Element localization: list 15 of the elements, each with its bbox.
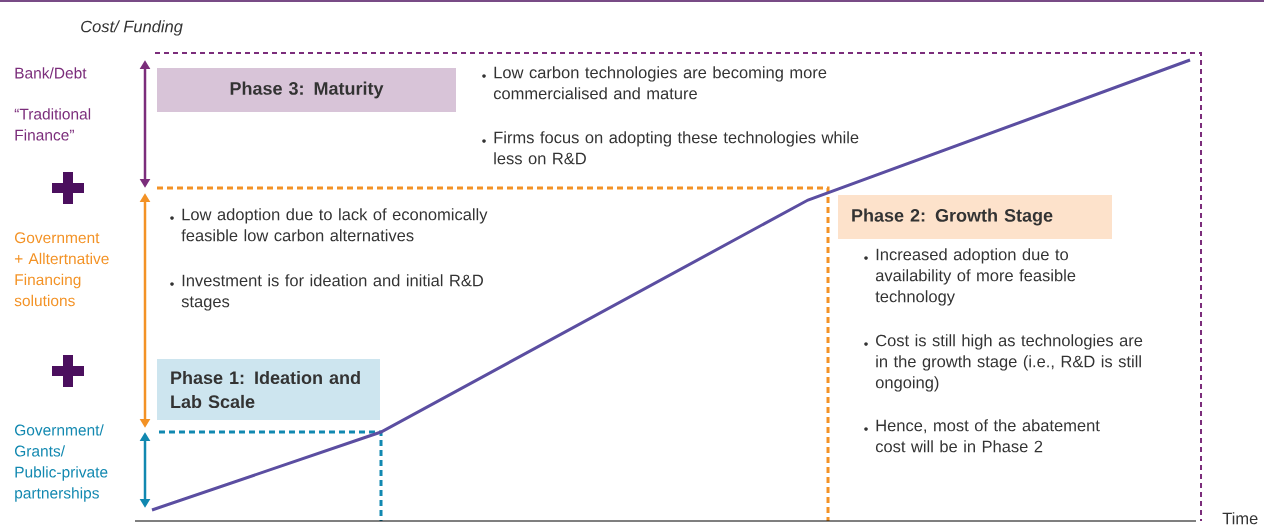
bullet-text: Firms focus on adopting these technologies while less on R&D — [494, 131, 859, 165]
axis-label: Time — [1222, 512, 1258, 525]
axis-label: Cost/ Funding — [81, 20, 183, 36]
funding-label: Bank/Debt — [15, 67, 87, 79]
bullet-text: Cost is still high as technologies are in the growth stage (i.e., R&D is still ongoing) — [875, 334, 1143, 392]
phase-box: Phase 3: Maturity — [157, 68, 456, 112]
bullet-text: Hence, most of the abatement cost will be in Phase 2 — [875, 419, 1100, 453]
bullet-text: Low carbon technologies are becoming more commercialised and mature — [493, 66, 827, 100]
phase-box: Phase 1: Ideation and Lab Scale — [157, 359, 380, 420]
funding-label: Government + Alltertnative Financing solutions — [14, 232, 109, 307]
funding-label: “Traditional Finance” — [14, 108, 91, 141]
phase-box: Phase 2: Growth Stage — [838, 195, 1112, 239]
funding-label: Government/ Grants/ Public-private partnerships — [15, 424, 108, 502]
bullet-text: Investment is for ideation and initial R&D stages — [181, 274, 483, 311]
bullet-text: Low adoption due to lack of economically feasible low carbon alternatives — [181, 208, 488, 242]
